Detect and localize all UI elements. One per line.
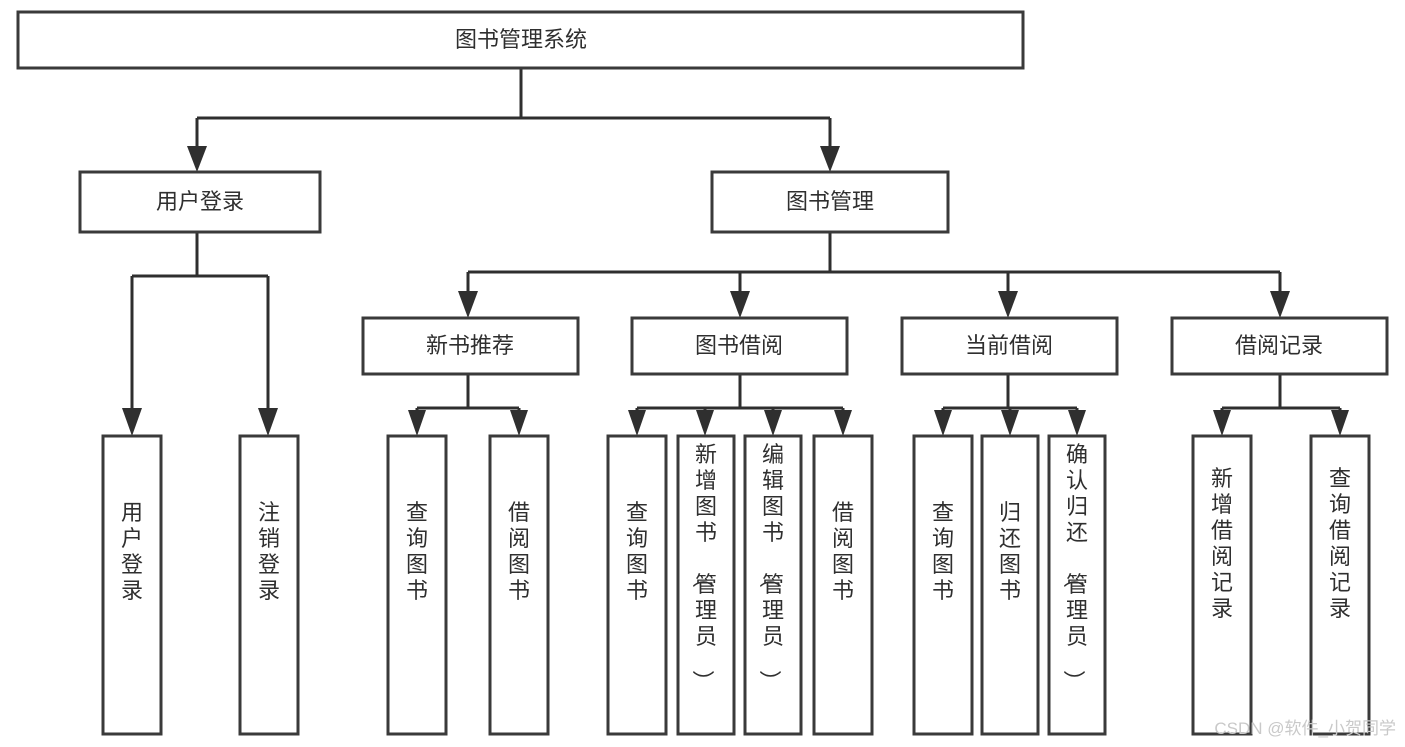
leaf-user-logout-box xyxy=(238,434,300,736)
arrow-head-leaf-user-logout xyxy=(258,408,278,436)
leaf-borrow-book-1[interactable]: 借阅图书 xyxy=(488,434,550,736)
arrow-head-leaf-query-record xyxy=(1331,410,1349,436)
node-book-manage-label: 图书管理 xyxy=(786,189,874,214)
leaf-query-book-2-box xyxy=(606,434,668,736)
leaf-add-record[interactable]: 新增借阅记录 xyxy=(1191,434,1253,736)
arrow-head-leaf-confirm-return xyxy=(1068,410,1086,436)
node-root-box xyxy=(16,10,1025,70)
leaf-add-book-label: 新增图书（管理员） xyxy=(690,442,717,692)
leaf-user-logout[interactable]: 注销登录 xyxy=(238,434,300,736)
leaf-query-book-1-box xyxy=(386,434,448,736)
leaf-edit-book[interactable]: 编辑图书（管理员） xyxy=(743,434,803,736)
node-user-login[interactable]: 用户登录 xyxy=(78,170,322,234)
node-current-borrow-box xyxy=(900,316,1119,376)
node-current-borrow-label: 当前借阅 xyxy=(965,333,1053,358)
leaf-query-book-3-box xyxy=(912,434,974,736)
connectors-group xyxy=(122,68,1349,436)
arrow-head-leaf-user-login xyxy=(122,408,142,436)
leaf-query-book-3[interactable]: 查询图书 xyxy=(912,434,974,736)
node-root-book-management-system[interactable]: 图书管理系统 xyxy=(16,10,1025,70)
arrow-head-leaf-query-book-2 xyxy=(628,410,646,436)
leaf-borrow-book-2[interactable]: 借阅图书 xyxy=(812,434,874,736)
node-borrow-record-box xyxy=(1170,316,1389,376)
arrow-head-leaf-add-record xyxy=(1213,410,1231,436)
leaf-query-book-1-label: 查询图书 xyxy=(406,500,428,603)
node-book-borrow-box xyxy=(630,316,849,376)
leaf-confirm-return-label: 确认归还（管理员） xyxy=(1061,442,1088,692)
arrow-head-leaf-query-book-1 xyxy=(408,410,426,436)
leaf-confirm-return[interactable]: 确认归还（管理员） xyxy=(1047,434,1107,736)
arrow-head-leaf-borrow-book-2 xyxy=(834,410,852,436)
leaf-borrow-book-1-label: 借阅图书 xyxy=(508,500,530,603)
arrow-head-user-login xyxy=(187,146,207,172)
node-book-borrow-label: 图书借阅 xyxy=(695,333,783,358)
node-current-borrow[interactable]: 当前借阅 xyxy=(900,316,1119,376)
leaf-query-record-box xyxy=(1309,434,1371,736)
leaf-query-book-2-label: 查询图书 xyxy=(626,500,648,603)
arrow-head-leaf-add-book xyxy=(696,410,714,436)
leaf-user-login-box xyxy=(101,434,163,736)
node-root-label: 图书管理系统 xyxy=(455,27,587,52)
leaf-edit-book-label: 编辑图书（管理员） xyxy=(757,442,784,692)
arrow-head-leaf-borrow-book-1 xyxy=(510,410,528,436)
leaf-borrow-book-2-label: 借阅图书 xyxy=(832,500,854,603)
leaf-query-book-1[interactable]: 查询图书 xyxy=(386,434,448,736)
leaf-return-book-box xyxy=(980,434,1040,736)
arrow-head-book-manage xyxy=(820,146,840,172)
node-new-book-recommend-label: 新书推荐 xyxy=(426,333,514,358)
node-user-login-box xyxy=(78,170,322,234)
arrow-head-leaf-query-book-3 xyxy=(934,410,952,436)
leaf-edit-book-box xyxy=(743,434,803,736)
node-book-borrow[interactable]: 图书借阅 xyxy=(630,316,849,376)
node-book-manage-box xyxy=(710,170,950,234)
leaf-user-logout-label: 注销登录 xyxy=(258,500,280,603)
leaf-user-login-label: 用户登录 xyxy=(121,500,143,603)
leaf-return-book-label: 归还图书 xyxy=(999,500,1021,603)
leaf-add-record-box xyxy=(1191,434,1253,736)
node-user-login-label: 用户登录 xyxy=(156,189,244,214)
node-borrow-record-label: 借阅记录 xyxy=(1235,333,1323,358)
leaf-query-record-label: 查询借阅记录 xyxy=(1329,466,1351,621)
leaf-add-book-box xyxy=(676,434,736,736)
arrow-head-new-book-recommend xyxy=(458,291,478,318)
arrow-head-current-borrow xyxy=(998,291,1018,318)
arrow-head-book-borrow xyxy=(730,291,750,318)
node-new-book-recommend[interactable]: 新书推荐 xyxy=(361,316,580,376)
leaf-confirm-return-box xyxy=(1047,434,1107,736)
leaf-add-book[interactable]: 新增图书（管理员） xyxy=(676,434,736,736)
leaf-user-login[interactable]: 用户登录 xyxy=(101,434,163,736)
arrow-head-borrow-record xyxy=(1270,291,1290,318)
csdn-watermark: CSDN @软件_小贺同学 xyxy=(1214,719,1396,738)
node-borrow-record[interactable]: 借阅记录 xyxy=(1170,316,1389,376)
leaf-borrow-book-1-box xyxy=(488,434,550,736)
node-new-book-recommend-box xyxy=(361,316,580,376)
arrow-head-leaf-edit-book xyxy=(764,410,782,436)
leaf-query-record[interactable]: 查询借阅记录 xyxy=(1309,434,1371,736)
leaf-add-record-label: 新增借阅记录 xyxy=(1211,466,1233,621)
node-book-manage[interactable]: 图书管理 xyxy=(710,170,950,234)
leaf-return-book[interactable]: 归还图书 xyxy=(980,434,1040,736)
leaf-borrow-book-2-box xyxy=(812,434,874,736)
leaf-query-book-2[interactable]: 查询图书 xyxy=(606,434,668,736)
arrow-head-leaf-return-book xyxy=(1001,410,1019,436)
leaf-query-book-3-label: 查询图书 xyxy=(932,500,954,603)
